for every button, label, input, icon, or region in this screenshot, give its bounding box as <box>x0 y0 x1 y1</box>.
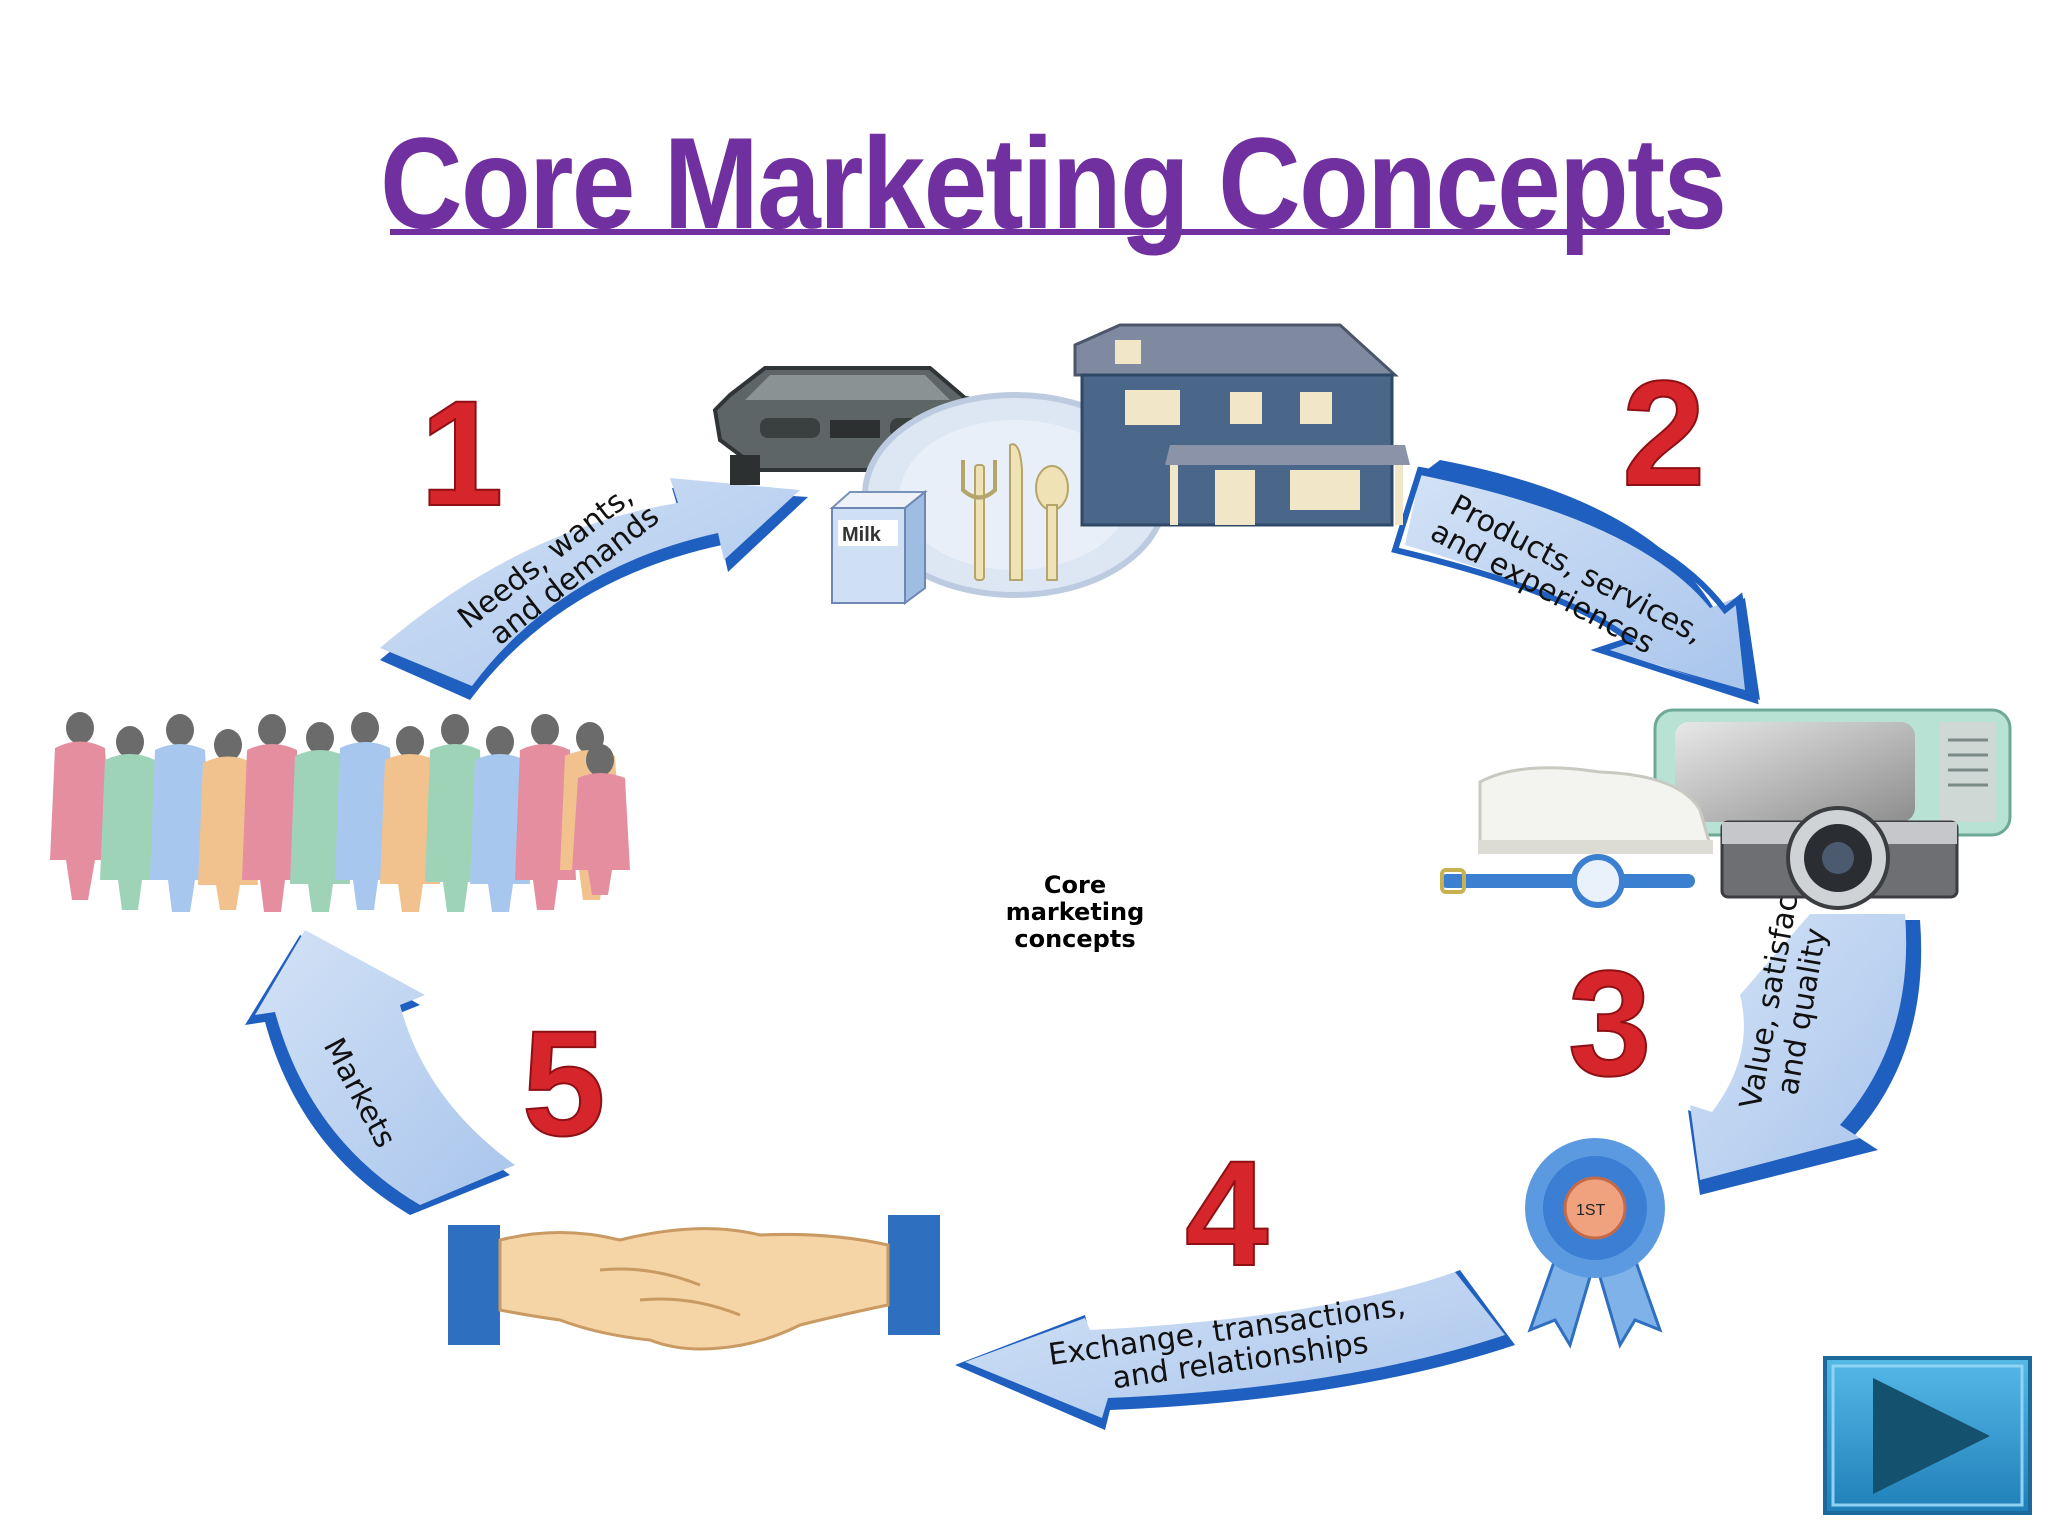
arrow-markets <box>245 930 515 1215</box>
handshake-icon <box>448 1215 940 1351</box>
center-label-line2: marketing <box>1005 898 1145 926</box>
center-label: Core marketing concepts <box>965 872 1185 953</box>
step-number-3: 3 <box>1568 939 1651 1107</box>
crowd-icon <box>50 712 630 912</box>
milk-label: Milk <box>842 524 882 546</box>
next-slide-button[interactable] <box>1823 1356 2032 1515</box>
arrow-value <box>1688 914 1922 1195</box>
watch-icon <box>1440 854 1695 908</box>
ribbon-icon: 1ST <box>1525 1138 1665 1349</box>
house-icon <box>1073 323 1410 527</box>
center-label-line1: Core <box>1043 871 1107 899</box>
milk-carton-icon: Milk <box>829 489 928 605</box>
arrow-needs <box>380 478 808 700</box>
step-number-2: 2 <box>1622 349 1705 517</box>
step-number-1: 1 <box>420 369 503 537</box>
play-icon <box>1873 1378 1990 1494</box>
center-label-line3: concepts <box>1014 925 1136 953</box>
camera-icon <box>1720 806 1959 910</box>
arrow-exchange <box>955 1270 1515 1430</box>
tv-icon <box>1653 708 2012 837</box>
step-number-5: 5 <box>522 999 605 1167</box>
step-number-4: 4 <box>1185 1129 1268 1297</box>
arrow-products <box>1391 460 1760 705</box>
ribbon-label: 1ST <box>1576 1202 1606 1219</box>
title-underline <box>390 229 1670 235</box>
sneaker-icon <box>1478 766 1713 854</box>
